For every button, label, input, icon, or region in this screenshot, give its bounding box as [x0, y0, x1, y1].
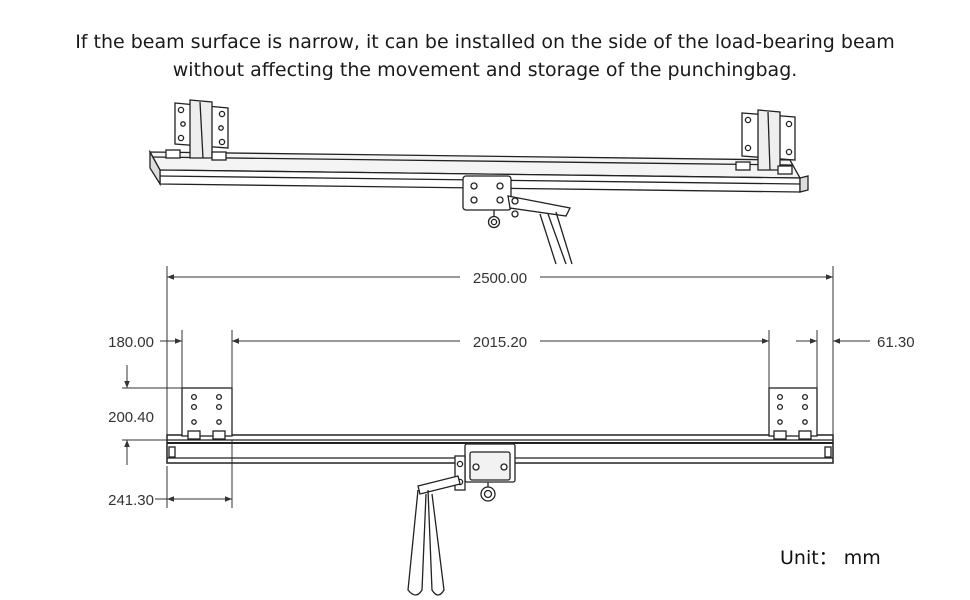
iso-left-bracket	[165, 99, 229, 161]
dim-bracket-width: 180.00	[108, 334, 154, 351]
front-left-bracket	[181, 387, 233, 440]
caption-line-2: without affecting the movement and stora…	[172, 59, 798, 81]
unit-label: Unit： mm	[780, 547, 881, 569]
dim-total-depth: 241.30	[108, 492, 154, 509]
dimension-lines	[122, 266, 870, 508]
caption-line-1: If the beam surface is narrow, it can be…	[75, 31, 895, 53]
caption: If the beam surface is narrow, it can be…	[0, 28, 970, 84]
dim-bracket-spacing: 2015.20	[473, 334, 527, 351]
iso-trolley	[462, 175, 573, 265]
front-view	[166, 387, 834, 596]
front-right-bracket	[768, 387, 818, 440]
front-trolley	[407, 443, 516, 596]
dim-end-offset: 61.30	[877, 334, 915, 351]
dim-overall-length: 2500.00	[473, 270, 527, 287]
dimension-labels: 2500.00 2015.20 180.00 61.30 200.40 241.…	[108, 268, 915, 509]
dim-height-to-beam: 200.40	[108, 409, 154, 426]
iso-right-bracket	[735, 109, 796, 175]
isometric-view	[148, 99, 809, 265]
